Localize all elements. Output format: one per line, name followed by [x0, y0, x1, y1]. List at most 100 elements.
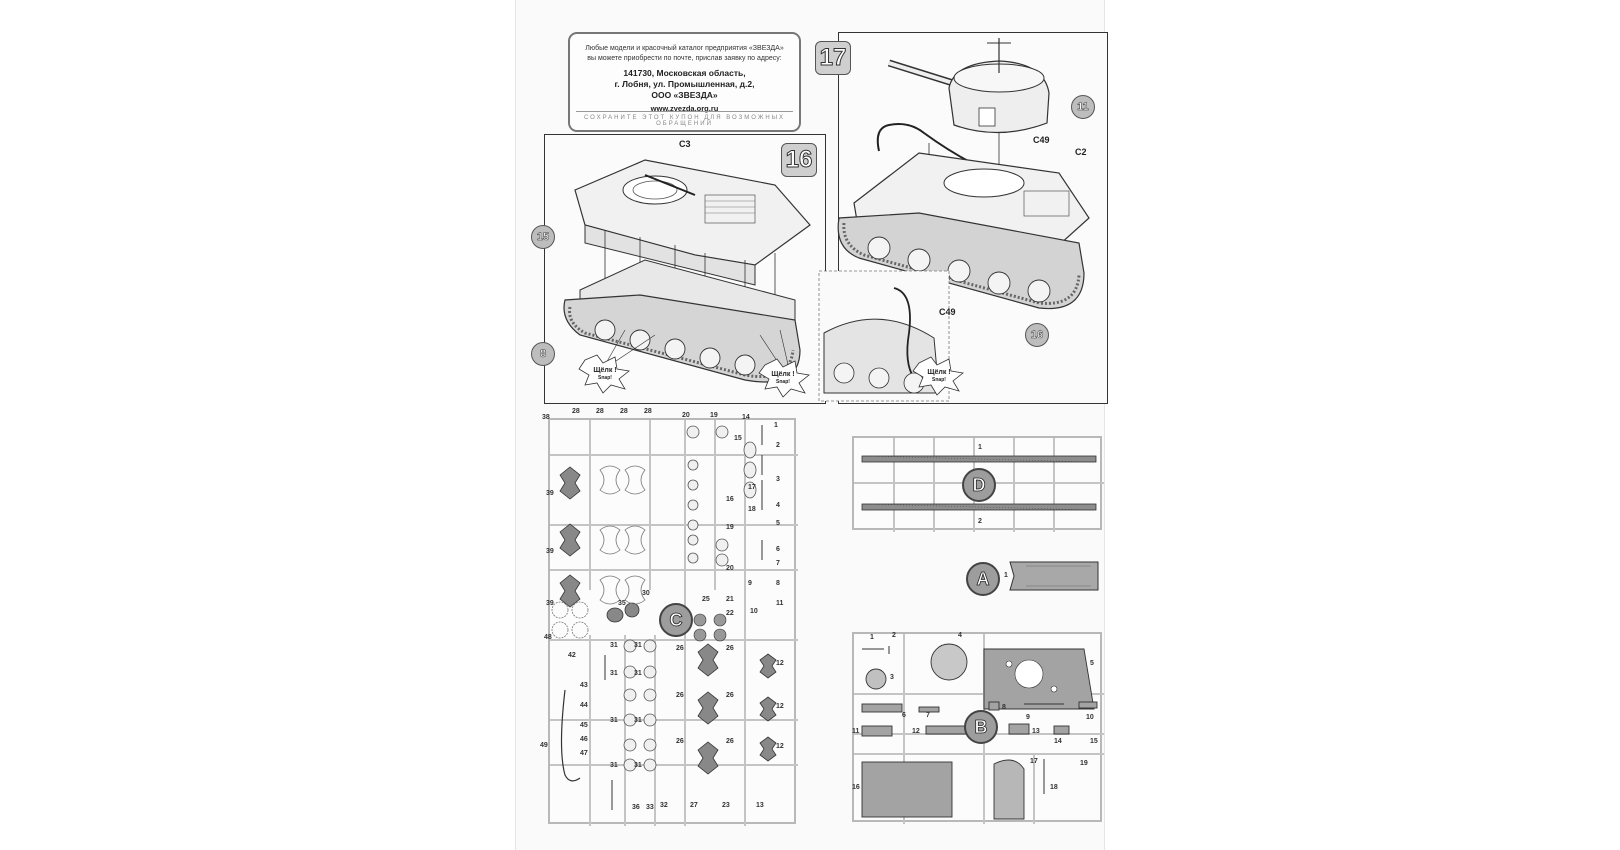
part-number: 2 [978, 518, 982, 525]
part-number: 9 [1026, 714, 1030, 721]
part-16-tag: 16 [1025, 323, 1049, 347]
snap-subtext: Snap! [598, 375, 612, 381]
part-number: 22 [726, 610, 734, 617]
part-number: 31 [634, 642, 642, 649]
part-number: 46 [580, 736, 588, 743]
part-number: 15 [734, 435, 742, 442]
part-number: 32 [660, 802, 668, 809]
part-number: 1 [978, 444, 982, 451]
part-number: 3 [890, 674, 894, 681]
part-number: 2 [892, 632, 896, 639]
part-number: 23 [722, 802, 730, 809]
part-number: 1 [1004, 572, 1008, 579]
part-number: 16 [726, 496, 734, 503]
step-16-number: 16 [781, 143, 817, 177]
part-number: 1 [870, 634, 874, 641]
part-number: 11 [852, 728, 860, 735]
sprue-c-runners [550, 420, 798, 826]
coupon-website: www.zvezda.org.ru [650, 104, 719, 113]
step-16-panel: 16 15 8 C3 Щёлк ! Snap! Щёлк ! Snap! [531, 134, 826, 404]
part-number: 45 [580, 722, 588, 729]
part-number: 28 [644, 408, 652, 415]
part-number: 16 [852, 784, 860, 791]
sprue-a-part [1009, 561, 1099, 591]
coupon-address-2: г. Лобня, ул. Промышленная, д.2, [614, 79, 755, 89]
callout-c3: C3 [679, 139, 691, 149]
part-number: 19 [726, 524, 734, 531]
part-number: 39 [546, 490, 554, 497]
sprue-b-runners [854, 634, 1104, 824]
step-17-drawing [818, 38, 1090, 402]
sprue-b: B 1 2 4 5 3 6 7 8 9 10 11 12 13 14 15 16… [852, 632, 1104, 824]
part-number: 33 [646, 804, 654, 811]
part-number: 36 [632, 804, 640, 811]
part-number: 20 [726, 565, 734, 572]
part-number: 6 [776, 546, 780, 553]
part-number: 14 [742, 414, 750, 421]
part-number: 30 [642, 590, 650, 597]
part-number: 44 [580, 702, 588, 709]
part-number: 8 [1002, 704, 1006, 711]
sprue-c: C 38 28 28 28 28 20 19 14 1 15 2 39 39 3… [540, 408, 798, 826]
coupon-footer: СОХРАНИТЕ ЭТОТ КУПОН ДЛЯ ВОЗМОЖНЫХ ОБРАЩ… [576, 111, 793, 127]
part-number: 39 [546, 600, 554, 607]
snap-text: Щёлк ! [771, 371, 795, 378]
part-number: 1 [774, 422, 778, 429]
part-number: 27 [690, 802, 698, 809]
part-number: 5 [776, 520, 780, 527]
part-number: 26 [726, 738, 734, 745]
part-number: 5 [1090, 660, 1094, 667]
part-number: 31 [634, 670, 642, 677]
part-number: 2 [776, 442, 780, 449]
snap-text: Щёлк ! [927, 369, 951, 376]
part-number: 26 [726, 645, 734, 652]
snap-subtext: Snap! [776, 379, 790, 385]
address-coupon: Любые модели и красочный каталог предпри… [568, 32, 801, 132]
part-number: 28 [596, 408, 604, 415]
callout-c49: C49 [1033, 135, 1050, 145]
sprue-d: D 1 2 [852, 436, 1104, 532]
part-number: 9 [748, 580, 752, 587]
part-number: 47 [580, 750, 588, 757]
part-number: 35 [618, 600, 626, 607]
part-number: 6 [902, 712, 906, 719]
part-number: 12 [776, 743, 784, 750]
sprue-d-letter: D [962, 468, 996, 502]
part-number: 8 [776, 580, 780, 587]
part-number: 7 [926, 712, 930, 719]
part-number: 4 [958, 632, 962, 639]
coupon-intro-2: вы можете приобрести по почте, прислав з… [587, 55, 782, 62]
part-number: 28 [572, 408, 580, 415]
part-number: 28 [620, 408, 628, 415]
part-number: 12 [776, 660, 784, 667]
callout-c49-inset: C49 [939, 307, 956, 317]
part-number: 25 [702, 596, 710, 603]
part-15-tag: 15 [531, 225, 555, 249]
part-number: 31 [610, 717, 618, 724]
part-number: 11 [776, 600, 784, 607]
snap-label-left: Щёлк ! Snap! [583, 367, 627, 381]
part-number: 31 [634, 762, 642, 769]
part-number: 17 [748, 484, 756, 491]
part-number: 31 [610, 670, 618, 677]
part-number: 31 [634, 717, 642, 724]
part-number: 39 [546, 548, 554, 555]
part-number: 19 [710, 412, 718, 419]
part-number: 21 [726, 596, 734, 603]
part-number: 42 [568, 652, 576, 659]
snap-subtext: Snap! [932, 377, 946, 383]
snap-label: Щёлк ! Snap! [917, 369, 961, 383]
step-17-number: 17 [815, 41, 851, 75]
callout-c2: C2 [1075, 147, 1087, 157]
snap-label-right: Щёлк ! Snap! [761, 371, 805, 385]
snap-text: Щёлк ! [593, 367, 617, 374]
part-number: 3 [776, 476, 780, 483]
part-number: 31 [610, 642, 618, 649]
part-11-tag: 11 [1071, 95, 1095, 119]
part-8-tag: 8 [531, 342, 555, 366]
part-number: 38 [542, 414, 550, 421]
part-number: 19 [1080, 760, 1088, 767]
part-number: 20 [682, 412, 690, 419]
part-number: 17 [1030, 758, 1038, 765]
part-number: 26 [676, 692, 684, 699]
